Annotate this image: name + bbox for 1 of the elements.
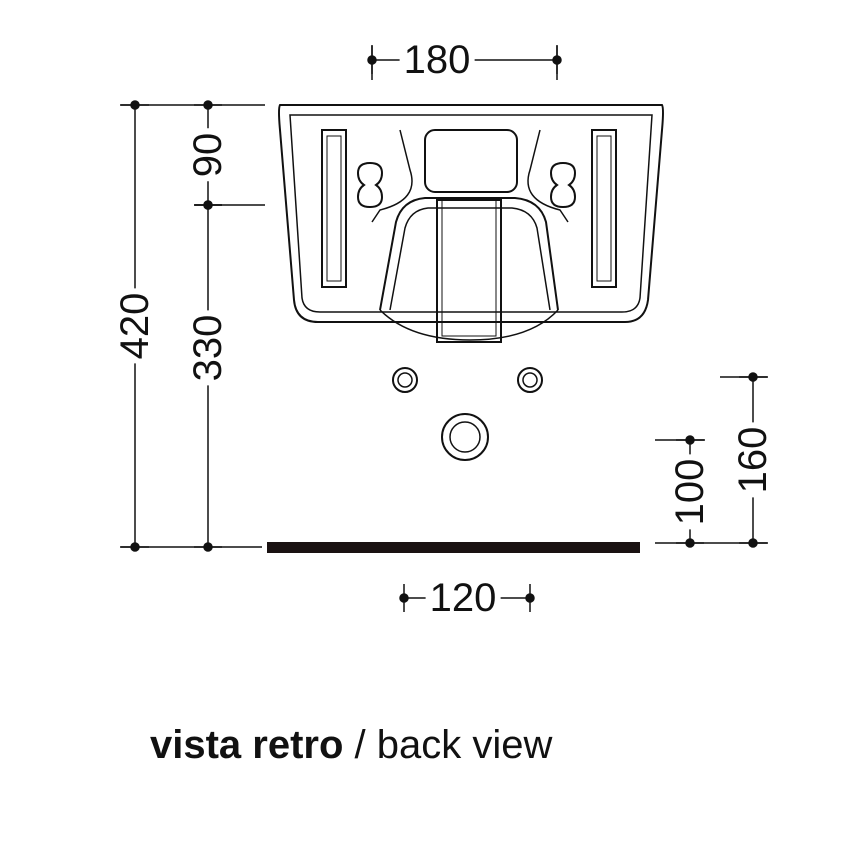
caption: vista retro / back view bbox=[150, 725, 552, 765]
